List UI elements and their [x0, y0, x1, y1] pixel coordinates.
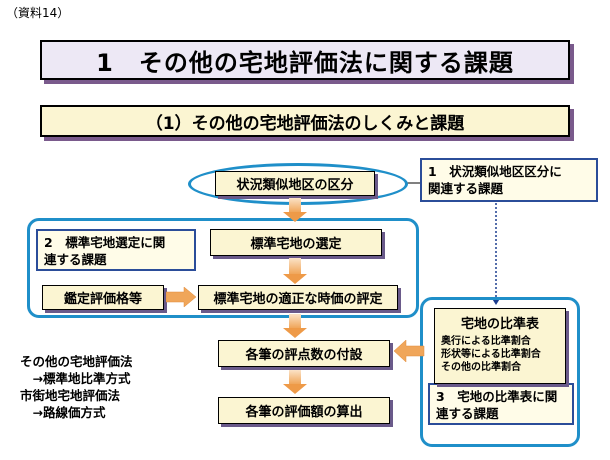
issue2-box: 2 標準宅地選定に関 連する課題 [36, 229, 196, 271]
ratio-table-item: 形状等による比準割合 [441, 349, 541, 360]
standard-select-box: 標準宅地の選定 [210, 229, 382, 256]
section-subtitle: （1）その他の宅地評価法のしくみと課題 [40, 105, 570, 137]
ratio-table-group-outline [420, 297, 580, 447]
note-line: 市街地宅地評価法 [20, 388, 121, 403]
left-arrow [394, 340, 425, 362]
issue3-line2: 連する課題 [436, 406, 499, 421]
page-title: 1 その他の宅地評価法に関する課題 [40, 40, 570, 80]
ratio-table-title: 宅地の比準表 [460, 317, 539, 332]
points-box: 各筆の評点数の付設 [218, 340, 390, 367]
issue3-line1: 3 宅地の比準表に関 [436, 389, 558, 404]
issue1-line1: 1 状況類似地区区分に [428, 164, 562, 179]
down-arrow-4 [283, 370, 307, 394]
note-line: その他の宅地評価法 [20, 354, 133, 369]
fair-price-box: 標準宅地の適正な時価の評定 [198, 285, 398, 310]
issue3-box: 3 宅地の比準表に関 連する課題 [428, 383, 574, 425]
down-arrow-2 [283, 258, 307, 284]
down-arrow-1 [283, 198, 307, 222]
appraisal-box: 鑑定評価格等 [42, 285, 164, 310]
ratio-table-item: その他の比準割合 [441, 362, 521, 373]
down-arrow-3 [283, 314, 307, 338]
similar-area-box: 状況類似地区の区分 [215, 171, 375, 196]
other-methods-note: その他の宅地評価法 →標準地比準方式 市街地宅地評価法 →路線価方式 [20, 353, 200, 421]
ratio-table-box: 宅地の比準表 奥行による比準割合 形状等による比準割合 その他の比準割合 [434, 308, 566, 384]
standard-land-group-outline [27, 218, 419, 318]
document-label: （資料14） [6, 6, 70, 20]
assessed-value-box: 各筆の評価額の算出 [218, 397, 390, 424]
issue2-line2: 連する課題 [44, 252, 107, 267]
right-arrow [166, 287, 197, 307]
note-line: →路線価方式 [20, 405, 106, 420]
issue2-line1: 2 標準宅地選定に関 [44, 235, 166, 250]
issue1-box: 1 状況類似地区区分に 関連する課題 [420, 158, 598, 202]
note-line: →標準地比準方式 [20, 371, 131, 386]
issue1-line2: 関連する課題 [428, 181, 504, 196]
ratio-table-item: 奥行による比準割合 [441, 336, 531, 347]
